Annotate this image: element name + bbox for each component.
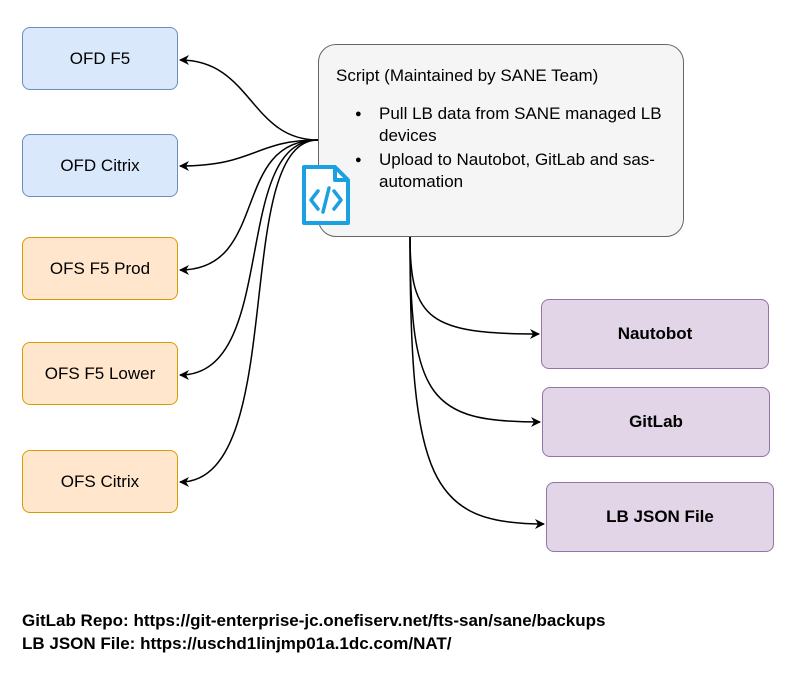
code-file-icon	[302, 165, 350, 225]
edge-script-to-ofd-f5	[179, 55, 319, 141]
nautobot-node[interactable]: Nautobot	[541, 299, 769, 369]
ofs-f5-lower-node[interactable]: OFS F5 Lower	[22, 342, 178, 405]
lb-json-file-note: LB JSON File: https://uschd1linjmp01a.1d…	[22, 634, 452, 653]
edge-script-to-ofs-f5-prod	[179, 139, 319, 275]
gitlab-node[interactable]: GitLab	[542, 387, 770, 457]
ofd-citrix-node[interactable]: OFD Citrix	[22, 134, 178, 197]
script-bullet-list: Pull LB data from SANE managed LB device…	[355, 103, 669, 195]
ofs-citrix-label: OFS Citrix	[60, 471, 140, 491]
gitlab-repo-note: GitLab Repo: https://git-enterprise-jc.o…	[22, 611, 606, 630]
script-node[interactable]: Script (Maintained by SANE Team) Pull LB…	[318, 44, 684, 237]
ofs-f5-lower-label: OFS F5 Lower	[44, 363, 156, 383]
gitlab-label: GitLab	[629, 412, 683, 431]
edge-script-to-nautobot	[409, 236, 540, 339]
lb-json-file-node[interactable]: LB JSON File	[546, 482, 774, 552]
script-title: Script (Maintained by SANE Team)	[336, 66, 599, 85]
edge-script-to-ofs-f5-lower	[179, 139, 319, 380]
lb-json-file-label: LB JSON File	[606, 507, 714, 526]
edge-script-to-ofs-citrix	[179, 139, 319, 487]
ofd-citrix-label: OFD Citrix	[60, 155, 140, 175]
edge-script-to-lbjson	[409, 236, 545, 529]
ofd-f5-label: OFD F5	[69, 48, 131, 68]
ofs-f5-prod-label: OFS F5 Prod	[49, 258, 151, 278]
edge-script-to-ofd-citrix	[179, 139, 319, 171]
script-bullet: Pull LB data from SANE managed LB device…	[355, 103, 669, 147]
nautobot-label: Nautobot	[617, 324, 693, 343]
ofd-f5-node[interactable]: OFD F5	[22, 27, 178, 90]
edge-script-to-gitlab	[409, 236, 541, 427]
ofs-citrix-node[interactable]: OFS Citrix	[22, 450, 178, 513]
ofs-f5-prod-node[interactable]: OFS F5 Prod	[22, 237, 178, 300]
script-bullet: Upload to Nautobot, GitLab and sas-autom…	[355, 149, 669, 193]
